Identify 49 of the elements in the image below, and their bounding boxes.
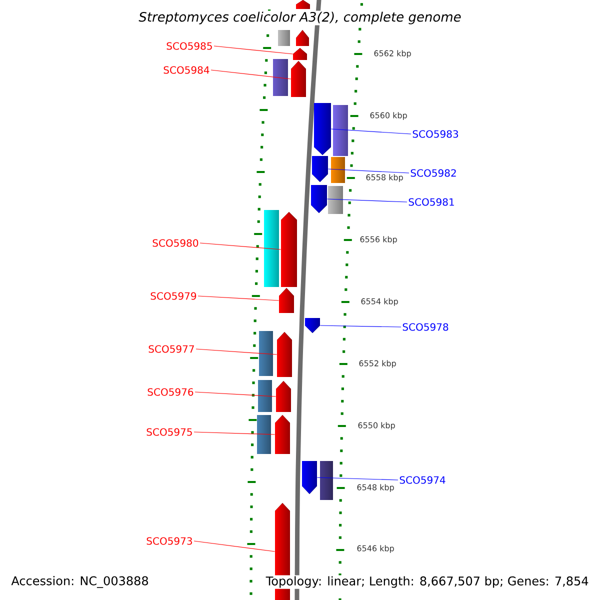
- scale-label: 6546 kbp: [357, 545, 394, 553]
- scale-label: 6560 kbp: [370, 112, 407, 120]
- gene-symbol: [311, 185, 327, 213]
- scale-label: 6558 kbp: [366, 174, 403, 182]
- gene-symbol: [275, 415, 290, 454]
- info-text: Topology: linear; Length: 8,667,507 bp; Genes: 7,854: [264, 575, 590, 589]
- gene-label: SCO5973: [146, 537, 192, 545]
- leader-line: [316, 477, 398, 480]
- gene-label: SCO5985: [166, 42, 212, 50]
- title: Streptomyces coelicolor A3(2), complete genome: [138, 10, 462, 26]
- leader-line: [210, 70, 292, 80]
- gene-symbol: [302, 461, 317, 494]
- leader-line: [194, 392, 276, 397]
- scale-label: 6556 kbp: [360, 236, 397, 244]
- scale-label: 6562 kbp: [374, 50, 411, 58]
- gene-label: SCO5982: [410, 169, 456, 177]
- gene-label: SCO5974: [400, 476, 446, 484]
- gene-label: SCO5983: [412, 130, 458, 138]
- gene-symbol: [305, 318, 320, 333]
- gene-label: SCO5975: [146, 428, 192, 436]
- gene-label: SCO5976: [148, 388, 194, 396]
- gene-symbol: [279, 288, 294, 313]
- leader-line: [320, 325, 402, 328]
- gene-symbol: [293, 48, 307, 60]
- leader-line: [326, 198, 408, 202]
- leader-line: [198, 296, 280, 301]
- leader-line: [196, 348, 278, 355]
- leader-line: [328, 168, 410, 174]
- gene-label: SCO5977: [148, 345, 194, 353]
- scale-label: 6550 kbp: [358, 422, 395, 430]
- leader-line: [200, 242, 282, 250]
- gene-symbol: [312, 156, 328, 182]
- gene-symbol: [276, 381, 291, 412]
- leader-line: [330, 128, 412, 134]
- gene-label: SCO5979: [150, 292, 196, 300]
- gene-symbol: [296, 30, 309, 46]
- info-text: Accession: NC_003888: [10, 575, 150, 589]
- leader-line: [194, 432, 276, 435]
- gene-symbol: [296, 0, 310, 9]
- gene-label: SCO5981: [408, 198, 454, 206]
- gene-label: SCO5980: [152, 239, 198, 247]
- scale-label: 6548 kbp: [357, 484, 394, 492]
- scale-label: 6552 kbp: [359, 360, 396, 368]
- leader-line: [194, 540, 276, 552]
- leader-line: [214, 46, 294, 54]
- scale-label: 6554 kbp: [361, 298, 398, 306]
- gene-symbol: [277, 332, 292, 377]
- gene-label: SCO5978: [402, 323, 448, 331]
- gene-label: SCO5984: [164, 66, 210, 74]
